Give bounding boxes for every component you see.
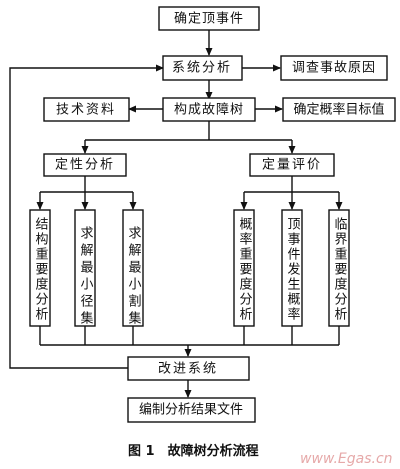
node-critical-importance: 临界重要度分析: [328, 209, 350, 327]
node-investigate: 调查事故原因: [280, 55, 388, 81]
node-system-analysis-label: 系统分析: [172, 61, 232, 76]
node-investigate-label: 调查事故原因: [292, 61, 376, 76]
node-min-cut: 求解最小割集: [122, 209, 144, 328]
node-prob-importance: 概率重要度分析: [233, 209, 255, 327]
node-prob-importance-label: 概率重要度分析: [237, 217, 253, 322]
node-top-event: 确定顶事件: [158, 6, 260, 31]
node-min-path-label: 求解最小径集: [78, 226, 94, 328]
node-structural-importance-label: 结构重要度分析: [33, 217, 49, 322]
node-build-tree-label: 构成故障树: [174, 103, 244, 118]
node-top-prob-label: 顶事件发生概率: [285, 217, 301, 322]
node-top-event-label: 确定顶事件: [174, 12, 244, 27]
node-report-label: 编制分析结果文件: [139, 403, 243, 418]
node-system-analysis: 系统分析: [162, 55, 243, 81]
node-structural-importance: 结构重要度分析: [29, 209, 51, 327]
watermark: www.Egas.cn: [300, 451, 393, 467]
node-quantitative: 定量评价: [249, 153, 335, 177]
edges: [9, 30, 343, 398]
node-min-cut-label: 求解最小割集: [126, 226, 142, 328]
figure-caption: 图 1 故障树分析流程: [128, 443, 259, 459]
node-tech-data-label: 技术资料: [56, 103, 116, 118]
node-top-prob: 顶事件发生概率: [281, 209, 303, 327]
node-qualitative: 定性分析: [43, 153, 127, 177]
node-prob-target: 确定概率目标值: [282, 97, 396, 122]
node-tech-data: 技术资料: [43, 97, 130, 122]
node-quantitative-label: 定量评价: [262, 158, 322, 173]
node-prob-target-label: 确定概率目标值: [293, 102, 384, 118]
node-build-tree: 构成故障树: [162, 97, 256, 122]
node-qualitative-label: 定性分析: [55, 158, 115, 173]
node-improve: 改进系统: [127, 356, 250, 381]
node-min-path: 求解最小径集: [74, 209, 96, 328]
node-report: 编制分析结果文件: [127, 397, 256, 423]
node-critical-importance-label: 临界重要度分析: [332, 217, 348, 322]
node-improve-label: 改进系统: [158, 362, 218, 377]
edge-feedback-loop: [9, 64, 164, 369]
